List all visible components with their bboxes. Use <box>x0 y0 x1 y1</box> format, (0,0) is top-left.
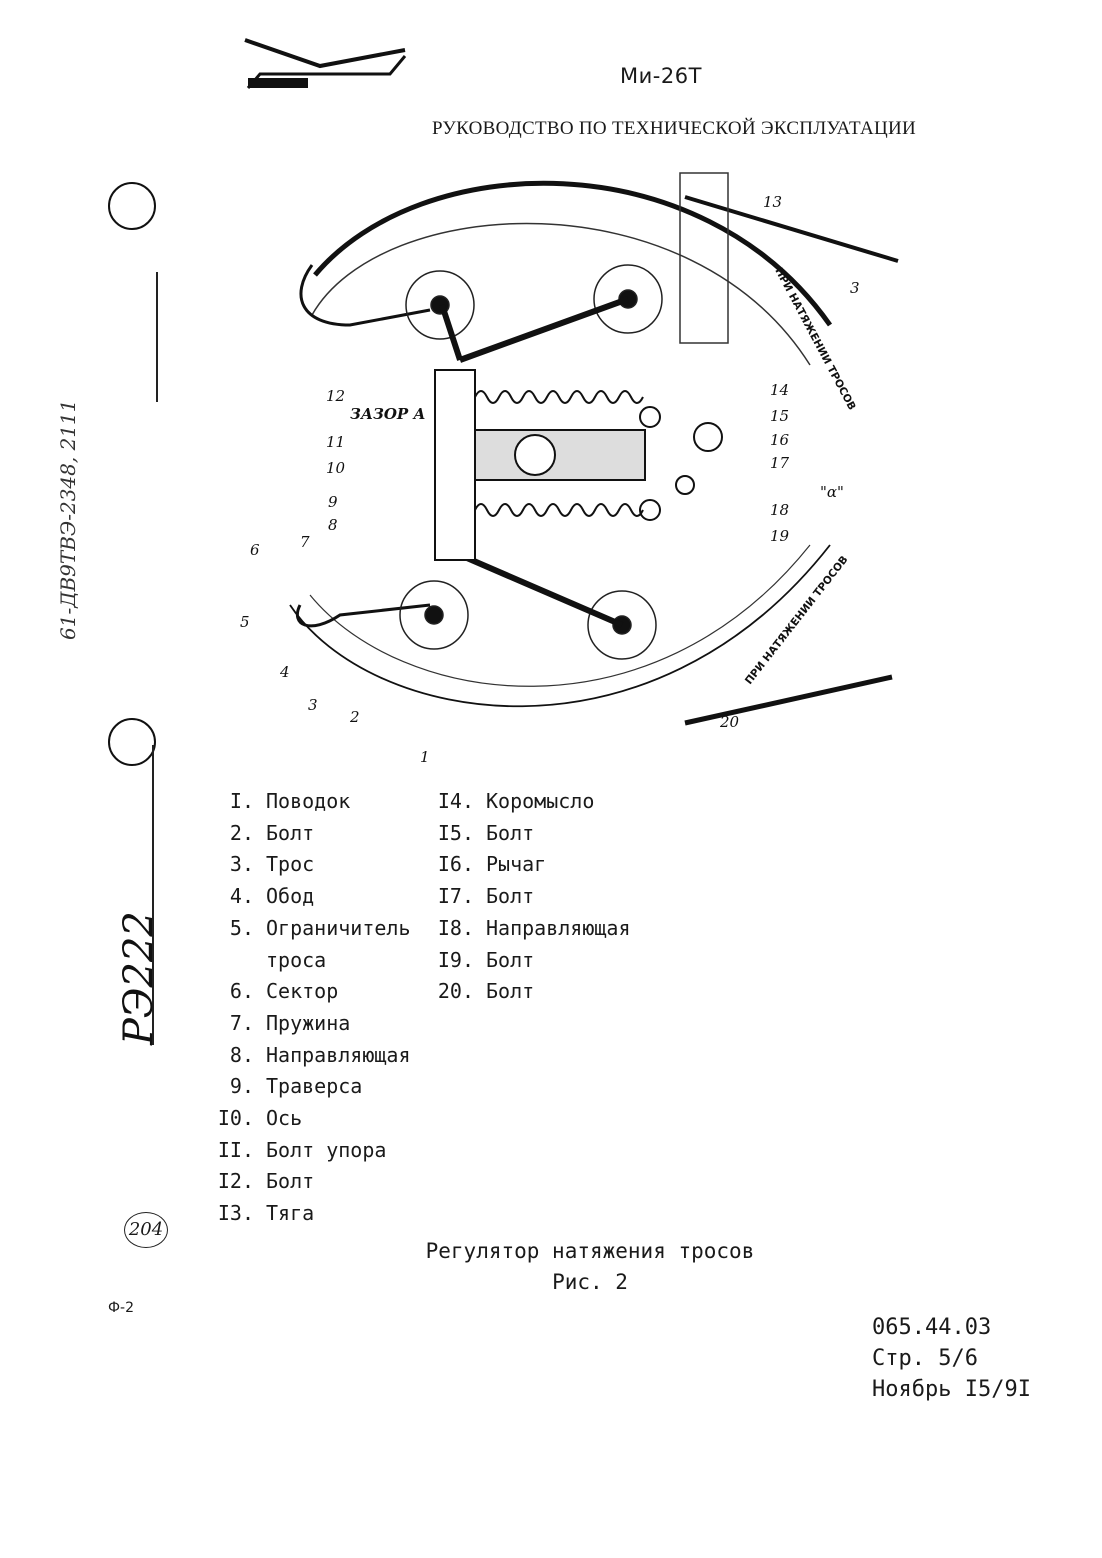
legend-right-column: I4.Коромысло I5.Болт I6.Рычаг I7.Болт I8… <box>420 786 631 1008</box>
handwritten-code: РЭ222 <box>116 911 162 1045</box>
legend-left-column: I.Поводок 2.Болт 3.Трос 4.Обод 5.Огранич… <box>200 786 411 1230</box>
legend-item: 3.Трос <box>229 852 315 877</box>
revision-date: Ноябрь I5/9I <box>872 1377 1031 1402</box>
doc-number: 065.44.03 <box>872 1315 992 1340</box>
callout-19: 19 <box>770 527 790 545</box>
callout-17: 17 <box>770 454 790 472</box>
callout-3: 3 <box>308 696 318 714</box>
legend-item: 7.Пружина <box>229 1010 351 1035</box>
caption-figure-number: Рис. 2 <box>552 1270 628 1294</box>
callout-5: 5 <box>240 613 250 631</box>
page-stamp: 204 <box>124 1212 168 1248</box>
callout-7: 7 <box>300 533 310 551</box>
callout-20: 20 <box>719 713 740 731</box>
legend-item: I0.Ось <box>217 1106 303 1131</box>
legend-item: 5.Ограничитель <box>229 915 411 940</box>
callout-11: 11 <box>326 433 345 451</box>
manual-title: РУКОВОДСТВО ПО ТЕХНИЧЕСКОЙ ЭКСПЛУАТАЦИИ <box>432 118 917 139</box>
legend-item: 8.Направляющая <box>229 1042 411 1067</box>
document-info: 065.44.03 Стр. 5/6 Ноябрь I5/9I <box>872 1312 1031 1405</box>
callout-12: 12 <box>326 387 345 405</box>
callout-14: 14 <box>770 381 789 399</box>
callout-6: 6 <box>250 541 260 559</box>
callout-10: 10 <box>326 459 346 477</box>
callout-3-upper: 3 <box>850 279 860 297</box>
legend-item: 20.Болт <box>437 979 535 1004</box>
legend-item: I3.Тяга <box>217 1201 315 1226</box>
legend-item: 9.Траверса <box>229 1074 363 1099</box>
callout-9: 9 <box>328 493 338 511</box>
legend-item: I4.Коромысло <box>437 789 595 813</box>
tension-regulator-diagram: ПРИ НАТЯЖЕНИИ ТРОСОВ ПРИ НАТЯЖЕНИИ ТРОСО… <box>240 172 899 766</box>
legend-item: I6.Рычаг <box>437 852 547 877</box>
caption-title: Регулятор натяжения тросов <box>425 1239 755 1263</box>
handwritten-note: 61-ДВ9ТВЭ-2348, 2111 <box>56 399 80 641</box>
page-number: Стр. 5/6 <box>872 1346 978 1371</box>
form-code: Ф-2 <box>108 1300 135 1316</box>
legend-item: I8.Направляющая <box>437 915 631 940</box>
margin-line <box>156 272 158 402</box>
legend-item: II.Болт упора <box>217 1137 387 1162</box>
figure-caption: Регулятор натяжения тросов Рис. 2 <box>300 1236 880 1298</box>
legend-item: 6.Сектор <box>229 979 339 1004</box>
angle-label: "α" <box>820 483 844 501</box>
callout-2: 2 <box>349 708 360 726</box>
margin-line <box>152 745 154 1045</box>
callout-16: 16 <box>770 431 790 449</box>
arc-text-lower: ПРИ НАТЯЖЕНИИ ТРОСОВ <box>743 554 851 687</box>
gap-label: ЗАЗОР А <box>350 405 426 423</box>
callout-18: 18 <box>770 501 789 519</box>
legend-item: I2.Болт <box>217 1169 315 1194</box>
punch-hole-bottom <box>108 718 156 766</box>
legend-item: 4.Обод <box>229 884 315 909</box>
callout-4: 4 <box>279 663 290 681</box>
punch-hole-top <box>108 182 156 230</box>
legend-item: 2.Болт <box>229 820 315 845</box>
legend-item: I5.Болт <box>437 820 535 845</box>
legend-item: I9.Болт <box>437 947 535 972</box>
callouts: 1 2 3 4 5 6 7 8 9 10 11 12 13 14 15 16 1… <box>240 193 860 766</box>
callout-15: 15 <box>770 407 789 425</box>
helicopter-logo <box>244 38 407 89</box>
callout-1: 1 <box>420 748 430 766</box>
callout-13: 13 <box>763 193 782 211</box>
legend-item-continuation: троса <box>266 947 327 972</box>
aircraft-model: Ми-26Т <box>620 64 702 88</box>
callout-8: 8 <box>328 516 338 534</box>
legend-item: I.Поводок <box>229 789 351 813</box>
legend-item: I7.Болт <box>437 884 535 909</box>
